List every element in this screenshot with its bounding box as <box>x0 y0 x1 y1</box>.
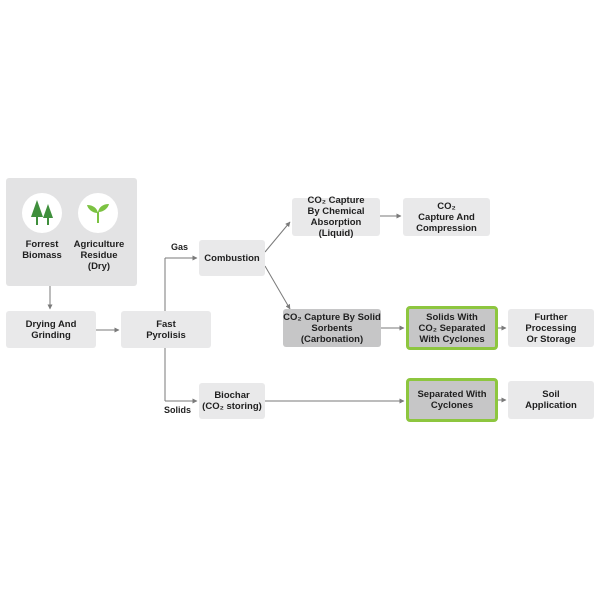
separated-cyclones-node: Separated With Cyclones <box>406 378 498 422</box>
solids-edge-label: Solids <box>164 405 192 415</box>
further-processing-node: Further Processing Or Storage <box>508 309 594 347</box>
trees-icon <box>22 193 62 233</box>
fast-pyrolisis-node: Fast Pyrolisis <box>121 311 211 348</box>
forrest-biomass-label: Forrest Biomass <box>22 239 62 261</box>
drying-grinding-node: Drying And Grinding <box>6 311 96 348</box>
gas-edge-label: Gas <box>171 242 189 252</box>
soil-application-node: Soil Application <box>508 381 594 419</box>
biochar-node: Biochar (CO₂ storing) <box>199 383 265 419</box>
solids-co2-separated-node: Solids With CO₂ Separated With Cyclones <box>406 306 498 350</box>
feedstock-panel <box>6 178 137 286</box>
combustion-node: Combustion <box>199 240 265 276</box>
solid-sorbents-capture-node: CO₂ Capture By Solid Sorbents (Carbonati… <box>283 309 381 347</box>
sprout-icon <box>78 193 118 233</box>
agriculture-residue-label: Agriculture Residue (Dry) <box>73 239 125 272</box>
capture-compression-node: CO₂ Capture And Compression <box>403 198 490 236</box>
arrow-combustion-to-chem-capture <box>264 221 291 253</box>
arrow-combustion-to-solid-capture <box>264 265 291 310</box>
chemical-absorption-capture-node: CO₂ Capture By Chemical Absorption (Liqu… <box>292 195 380 239</box>
